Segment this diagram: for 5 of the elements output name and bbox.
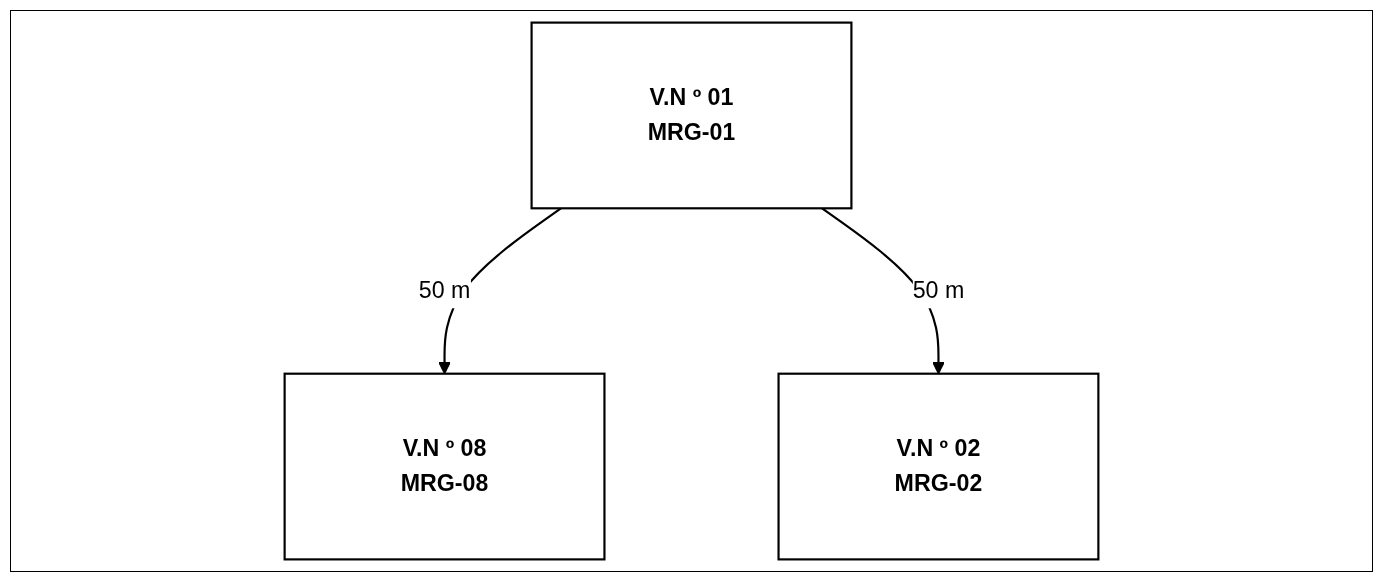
node-box: V.N º 01 MRG-01: [530, 21, 853, 210]
node-box: V.N º 02 MRG-02: [777, 372, 1100, 561]
edge-label: 50 m: [418, 277, 471, 303]
edge-label: 50 m: [912, 277, 965, 303]
node-box: V.N º 08 MRG-08: [283, 372, 606, 561]
